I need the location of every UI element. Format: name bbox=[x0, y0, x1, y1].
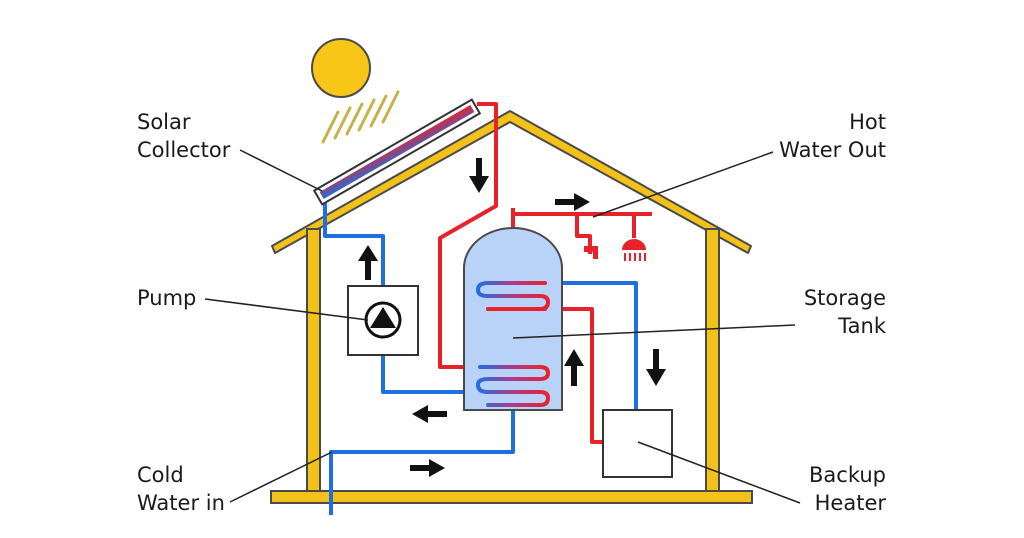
flow-arrow-down-collector bbox=[469, 158, 489, 193]
tank-lower-coil bbox=[475, 365, 551, 407]
flow-arrow-icon bbox=[358, 158, 666, 477]
flow-arrow-right-hot bbox=[555, 193, 590, 211]
flow-arrow-up-tank bbox=[564, 349, 584, 386]
label-hot-water-out: Hot Water Out bbox=[779, 108, 886, 164]
pump-icon bbox=[347, 285, 419, 356]
solar-collector bbox=[312, 98, 482, 206]
sun-rays bbox=[321, 90, 400, 144]
house-floor bbox=[270, 490, 753, 504]
label-solar-collector-line1: Solar bbox=[137, 110, 191, 134]
sun-icon bbox=[311, 38, 371, 98]
flow-arrow-left-return bbox=[412, 405, 447, 423]
label-solar-collector-line2: Collector bbox=[137, 138, 231, 162]
cold-pipes bbox=[323, 200, 638, 515]
tank-upper-coil bbox=[475, 281, 551, 311]
label-storage-tank-line2: Tank bbox=[838, 314, 886, 338]
label-hot-water-out-line1: Hot bbox=[849, 110, 886, 134]
flow-arrow-down-heater bbox=[646, 349, 666, 386]
storage-tank bbox=[463, 227, 563, 411]
label-hot-water-out-line2: Water Out bbox=[779, 138, 886, 162]
flow-arrow-right-cold bbox=[410, 459, 445, 477]
shower-icon bbox=[622, 239, 646, 261]
label-cold-water-in: Cold Water in bbox=[137, 461, 225, 517]
label-storage-tank: Storage Tank bbox=[804, 284, 886, 340]
flow-arrow-up-pump bbox=[358, 245, 378, 280]
label-pump: Pump bbox=[137, 286, 197, 310]
tap-icon bbox=[584, 246, 598, 259]
house-left-wall bbox=[306, 228, 321, 498]
label-backup-heater-line1: Backup bbox=[809, 463, 886, 487]
hot-pipes bbox=[438, 102, 652, 444]
label-backup-heater-line2: Heater bbox=[814, 491, 886, 515]
leader-lines bbox=[204, 149, 801, 504]
label-storage-tank-line1: Storage bbox=[803, 286, 886, 310]
label-backup-heater: Backup Heater bbox=[809, 461, 886, 517]
house-roof bbox=[271, 110, 752, 254]
label-solar-collector: Solar Collector bbox=[137, 108, 230, 164]
label-cold-water-in-line1: Cold bbox=[137, 463, 184, 487]
house-right-wall bbox=[705, 228, 720, 498]
backup-heater-box bbox=[602, 409, 673, 478]
label-cold-water-in-line2: Water in bbox=[137, 491, 225, 515]
